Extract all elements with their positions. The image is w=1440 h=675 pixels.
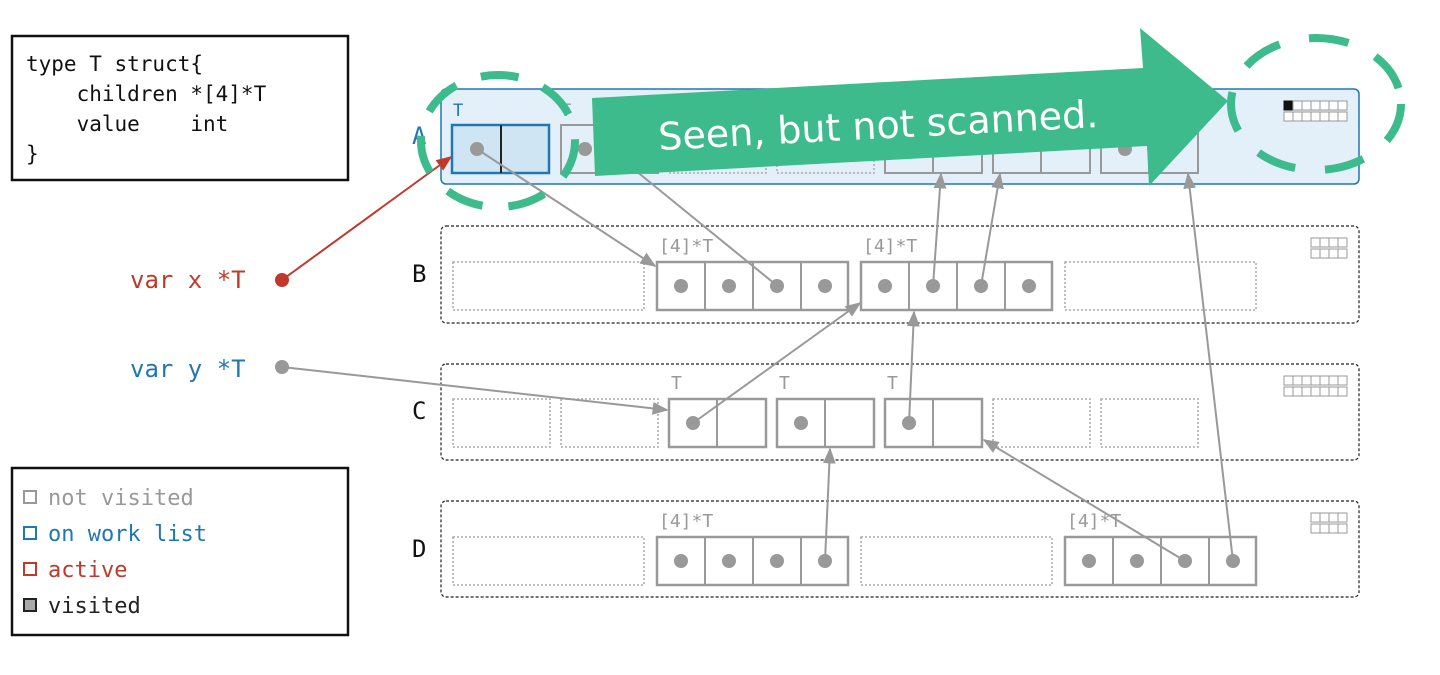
legend-swatch bbox=[23, 490, 37, 504]
span-a-bitmap bbox=[1283, 100, 1348, 122]
callout-arrow: Seen, but not scanned. bbox=[592, 28, 1228, 186]
pointer-arrow bbox=[1183, 172, 1234, 562]
object-type-label: [4]*T bbox=[659, 236, 713, 257]
object-type-label: [4]*T bbox=[1067, 511, 1121, 532]
span-d-bitmap bbox=[1310, 512, 1348, 534]
span-d-label: D bbox=[412, 535, 426, 563]
span-c-label: C bbox=[412, 397, 426, 425]
pointer-arrow bbox=[980, 172, 1004, 287]
pointer-arrow bbox=[476, 148, 657, 267]
object-type-label: T bbox=[453, 101, 463, 121]
span-b-bitmap bbox=[1310, 237, 1348, 259]
pointer-arrow bbox=[982, 439, 1186, 562]
legend-label: visited bbox=[48, 594, 141, 619]
object-type-label: T bbox=[779, 373, 790, 394]
code-line: children *[4]*T bbox=[26, 82, 267, 106]
legend-label: active bbox=[48, 558, 127, 583]
free-slot bbox=[1100, 398, 1199, 448]
var-x-label: var x *T bbox=[130, 266, 246, 294]
span-c-bitmap bbox=[1283, 375, 1348, 397]
legend-label: not visited bbox=[48, 486, 194, 511]
object-type-label: [4]*T bbox=[863, 236, 917, 257]
pointer-arrow bbox=[692, 302, 862, 424]
legend-label: on work list bbox=[48, 522, 207, 547]
free-slot bbox=[452, 536, 645, 586]
code-line: type T struct{ bbox=[26, 52, 203, 76]
highlight-circle bbox=[417, 71, 579, 211]
span-c: C T T T bbox=[412, 363, 1360, 461]
object-type-label: T bbox=[887, 373, 898, 394]
free-slot bbox=[1064, 261, 1257, 311]
code-line: } bbox=[26, 142, 39, 166]
legend-swatch bbox=[23, 526, 37, 540]
free-slot bbox=[860, 536, 1053, 586]
object-type-label: T bbox=[671, 373, 682, 394]
code-line: value int bbox=[26, 112, 228, 136]
pointer-arrow bbox=[281, 366, 669, 415]
span-b-label: B bbox=[412, 260, 426, 288]
var-x-arrow bbox=[281, 156, 453, 281]
highlight-circle bbox=[1227, 34, 1405, 174]
pointer-arrow bbox=[906, 310, 920, 424]
legend-swatch bbox=[23, 598, 37, 612]
code-box: type T struct{ children *[4]*T value int… bbox=[10, 34, 350, 182]
pointer-arrows bbox=[281, 147, 1234, 562]
free-slot bbox=[560, 398, 659, 448]
pointer-arrow bbox=[932, 172, 947, 287]
pointer-arrow bbox=[822, 447, 836, 562]
span-b: B [4]*T [4]*T bbox=[412, 225, 1360, 324]
object-type-label: [4]*T bbox=[659, 511, 713, 532]
legend: not visited on work list active visited bbox=[10, 466, 350, 637]
legend-swatch bbox=[23, 562, 37, 576]
free-slot bbox=[992, 398, 1091, 448]
free-slot bbox=[452, 261, 645, 311]
span-d: D [4]*T [4]*T bbox=[412, 500, 1360, 598]
free-slot bbox=[452, 398, 551, 448]
var-y-label: var y *T bbox=[130, 355, 246, 383]
